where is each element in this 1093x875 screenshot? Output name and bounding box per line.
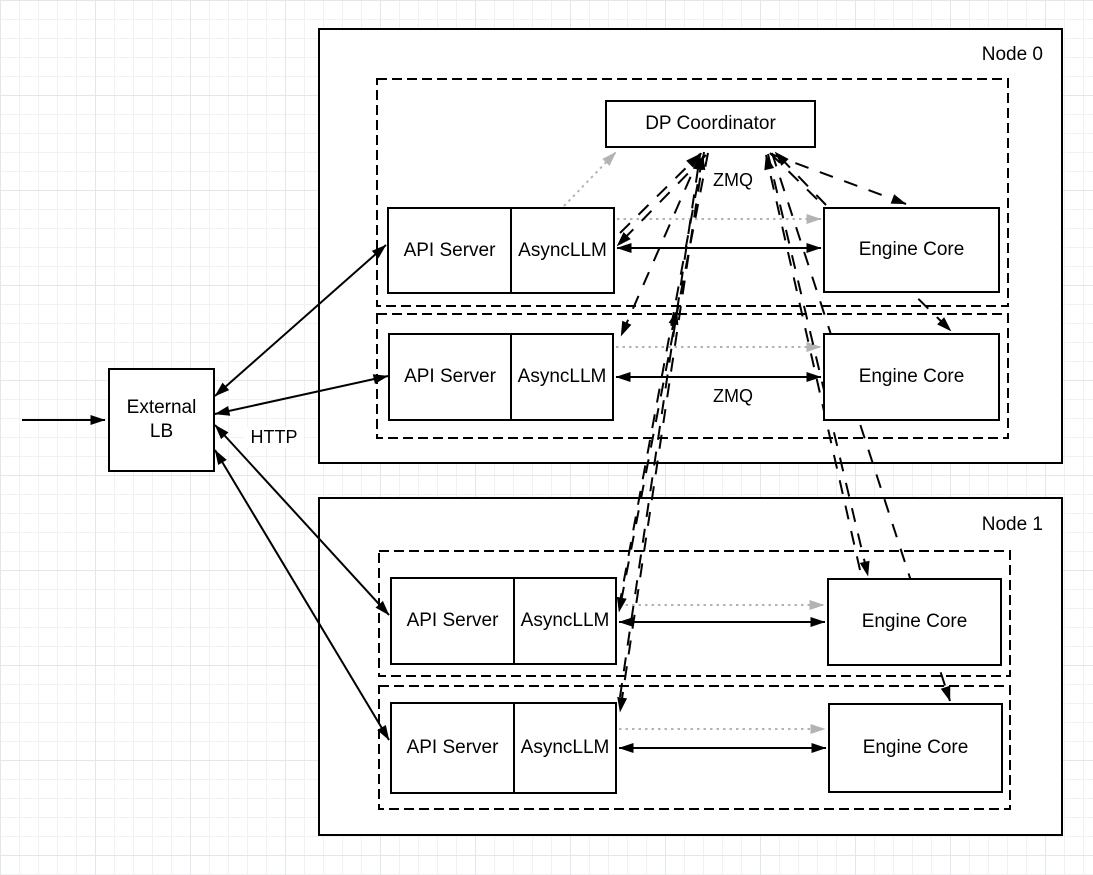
asyncllm-cell: AsyncLLM [513,579,615,663]
dashed-arrow-dp-to-engine-n0r1 [769,152,952,332]
api-server-cell: API Server [390,335,510,419]
http-label: HTTP [244,427,304,448]
dp-coordinator-box: DP Coordinator [605,100,816,148]
dashed-arrow-engine-to-dp-n0r0 [774,151,827,206]
asyncllm-cell: AsyncLLM [510,335,612,419]
api-server-cell: API Server [392,704,513,792]
engine-core-box-n0r0: Engine Core [823,207,1000,293]
engine-core-box-n1r0: Engine Core [827,578,1002,666]
dashed-arrow-into-replica-border [668,309,679,331]
http-arrow-lb-api-n1r0 [214,424,390,616]
http-arrow-lb-api-n1r1 [214,449,390,741]
dashed-arrow-engine-to-dp-n1r0 [764,154,861,571]
engine-core-label: Engine Core [861,611,968,633]
dashed-arrow-dp-to-async-n1r1 [617,151,705,713]
dp-coordinator-label: DP Coordinator [645,113,776,135]
engine-core-box-n1r1: Engine Core [828,703,1003,793]
dashed-arrow-dp-to-engine-n1r0 [767,153,870,577]
dashed-arrow-dp-to-engine-n0r0 [770,153,907,205]
asyncllm-cell: AsyncLLM [513,704,615,792]
api-async-box-n1r1: API Server AsyncLLM [390,702,617,794]
external-lb-label: External LB [126,397,197,442]
api-async-box-n0r1: API Server AsyncLLM [388,333,614,421]
api-server-cell: API Server [389,209,510,292]
engine-core-label: Engine Core [862,737,969,759]
engine-core-label: Engine Core [858,366,965,388]
api-async-box-n0r0: API Server AsyncLLM [387,207,615,294]
asyncllm-label: AsyncLLM [520,610,610,632]
node0-replica0-dashed-container [376,78,1009,307]
node1-replica1-dashed-container [378,685,1011,810]
api-async-box-n1r0: API Server AsyncLLM [390,577,617,665]
api-server-label: API Server [406,610,499,632]
node1-title: Node 1 [981,514,1043,535]
zmq-label-engine: ZMQ [713,386,753,406]
api-server-label: API Server [403,239,496,261]
dashed-arrow-async-to-dp-n0r0 [619,153,701,234]
dotted-arrow-async-to-coordinator [563,151,617,207]
api-server-label: API Server [406,737,499,759]
node0-title: Node 0 [981,44,1043,65]
asyncllm-label: AsyncLLM [517,366,607,388]
api-server-cell: API Server [392,579,513,663]
asyncllm-label: AsyncLLM [518,239,607,261]
dashed-arrow-dp-to-async-n0r1 [620,152,702,337]
engine-core-label: Engine Core [858,239,965,261]
dashed-arrow-async-to-dp-n1r1 [619,154,703,698]
zmq-label-coordinator: ZMQ [713,170,753,190]
http-arrow-lb-api-n0r0 [214,244,387,397]
asyncllm-label: AsyncLLM [520,737,610,759]
api-server-label: API Server [404,366,496,388]
external-lb-box: External LB [108,368,215,472]
dashed-arrow-dp-to-async-n1r0 [616,152,709,613]
dashed-arrow-dp-to-async-n0r0 [616,154,707,247]
engine-core-box-n0r1: Engine Core [823,333,1000,421]
asyncllm-cell: AsyncLLM [510,209,613,292]
http-arrow-lb-api-n0r1 [214,374,389,416]
